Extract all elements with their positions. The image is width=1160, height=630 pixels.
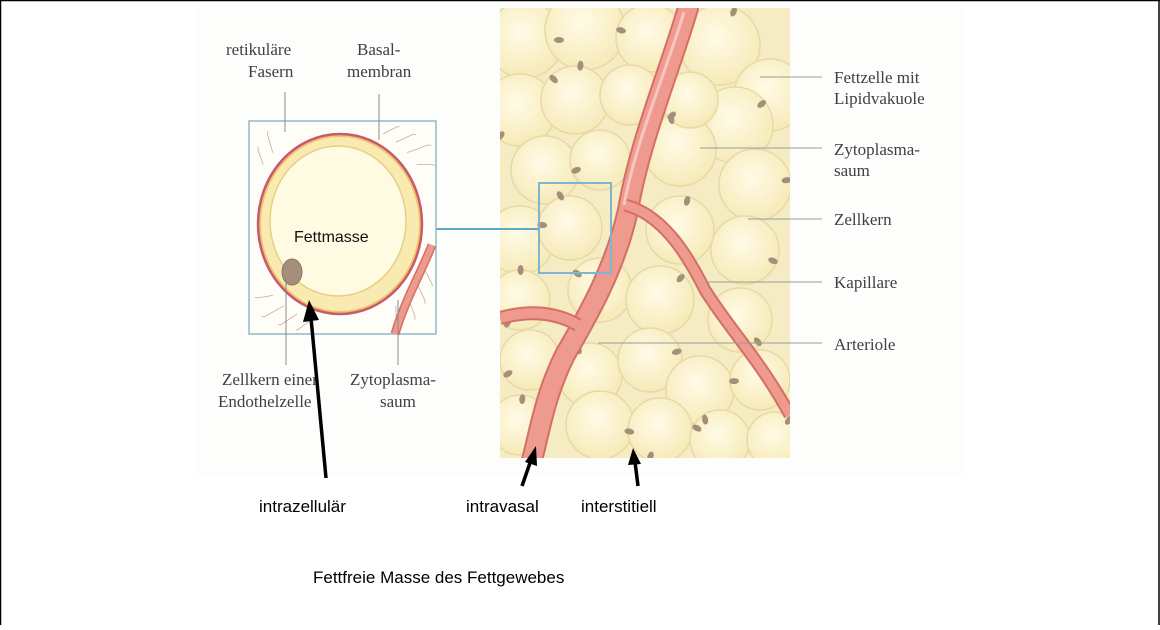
fat-cell — [570, 130, 630, 190]
label-reticular-line2: Fasern — [248, 62, 294, 81]
label-endothelial-line2: Endothelzelle — [218, 392, 311, 411]
endothelial-nucleus — [282, 259, 302, 285]
fat-cell — [719, 149, 791, 221]
label-intracellular: intrazellulär — [259, 497, 346, 516]
figure-caption: Fettfreie Masse des Fettgewebes — [313, 568, 564, 587]
label-capillary: Kapillare — [834, 273, 897, 292]
label-reticular-line1: retikuläre — [226, 40, 291, 59]
label-inset-cytoplasm-line2: saum — [380, 392, 416, 411]
label-arteriole: Arteriole — [834, 335, 895, 354]
label-fat-cell-line2: Lipidvakuole — [834, 89, 925, 108]
fat-cell — [628, 398, 692, 462]
fat-cell — [511, 136, 579, 204]
label-fat-cell-line1: Fettzelle mit — [834, 68, 920, 87]
label-basal-line1: Basal- — [357, 40, 401, 59]
cell-nucleus — [554, 37, 564, 43]
fat-cell — [566, 391, 634, 459]
adipose-tissue-panel — [484, 0, 806, 470]
label-nucleus: Zellkern — [834, 210, 892, 229]
fat-cell — [538, 196, 602, 260]
fat-cell — [711, 216, 779, 284]
label-intravascular: intravasal — [466, 497, 539, 516]
label-inset-cytoplasm-line1: Zytoplasma- — [350, 370, 436, 389]
fat-cell-inset: Fettmasse — [249, 121, 436, 334]
fat-cell — [545, 0, 625, 70]
label-basal-line2: membran — [347, 62, 412, 81]
label-tissue-cytoplasm-line2: saum — [834, 161, 870, 180]
label-endothelial-line1: Zellkern einer — [222, 370, 318, 389]
label-interstitial: interstitiell — [581, 497, 657, 516]
label-fat-mass: Fettmasse — [294, 229, 369, 246]
label-tissue-cytoplasm-line1: Zytoplasma- — [834, 140, 920, 159]
